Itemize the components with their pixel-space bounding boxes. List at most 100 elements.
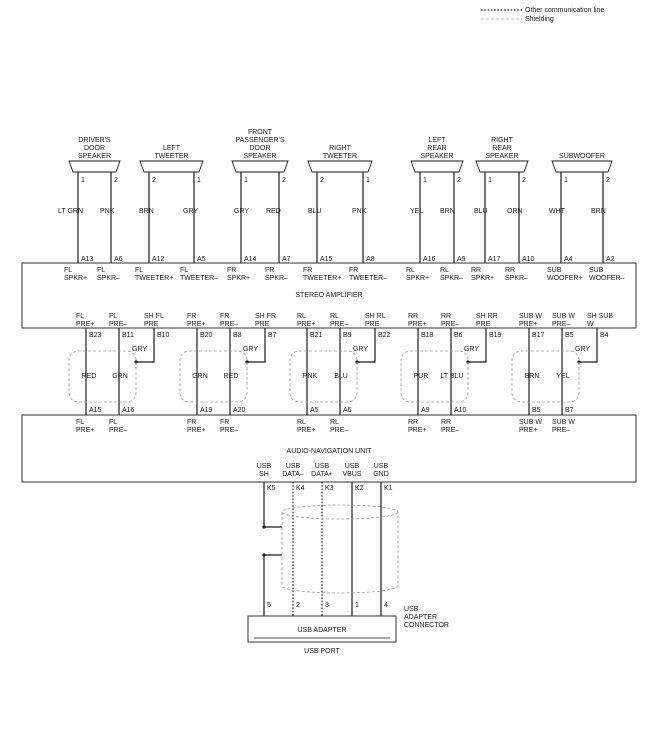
wire-color-pass-1: RED <box>266 208 281 215</box>
usb-label-dp-a: USB <box>315 463 330 470</box>
preamp-amp-pin-rr-1: B6 <box>454 332 463 339</box>
amp-pin-ltweet-0: A12 <box>152 256 165 263</box>
wire-color-rrear-0: BLU <box>474 208 488 215</box>
amp-term-rtweet-0-a: FR <box>303 267 312 274</box>
amp-pin-pass-1: A7 <box>282 256 291 263</box>
speaker-pin-lrear-0: 1 <box>423 177 427 184</box>
speaker-lrear-housing <box>410 160 464 173</box>
preamp-term-subw-2-b: W <box>587 321 594 328</box>
preamp-nav-term-rl-0-a: RL <box>297 419 306 426</box>
speaker-pass-housing <box>231 160 289 173</box>
legend-shield-label: Shielding <box>525 16 554 23</box>
preamp-amp-pin-rl-0: B21 <box>310 332 323 339</box>
speaker-pin-rtweet-0: 2 <box>320 177 324 184</box>
preamp-amp-pin-rr-0: B18 <box>421 332 434 339</box>
wire-color-rrear-1: ORN <box>507 208 523 215</box>
amp-term-pass-1-a: FR <box>265 267 274 274</box>
amp-term-rtweet-0-b: TWEETER+ <box>303 275 341 282</box>
usb-adapter-connector-label-1: USB <box>404 606 419 613</box>
speaker-pin-driver-1: 2 <box>114 177 118 184</box>
preamp-nav-term-rl-0-b: PRE+ <box>297 427 315 434</box>
speaker-pin-rrear-1: 2 <box>522 177 526 184</box>
preamp-color-fr-neg: RED <box>224 373 239 380</box>
preamp-nav-term-fr-1-b: PRE– <box>220 427 238 434</box>
speaker-label-rrear-2: SPEAKER <box>485 153 518 160</box>
preamp-color-fl-neg: GRN <box>112 373 128 380</box>
amp-pin-rtweet-1: A8 <box>366 256 375 263</box>
preamp-nav-pin-rl-0: A5 <box>310 407 319 414</box>
preamp-term-rr-1-b: PRE– <box>441 321 459 328</box>
speaker-ltweet-housing <box>139 160 204 173</box>
usb-adapter-connector-label-3: CONNECTOR <box>404 622 449 629</box>
preamp-nav-term-rl-1-b: PRE– <box>330 427 348 434</box>
usb-label-sh-a: USB <box>257 463 272 470</box>
speaker-pin-rrear-0: 1 <box>488 177 492 184</box>
speaker-label-rrear-0: RIGHT <box>491 137 514 144</box>
usb-adapter-connector-label-2: ADAPTER <box>404 614 437 621</box>
preamp-term-subw-0-b: PRE+ <box>519 321 537 328</box>
usb-label-vbus-a: USB <box>345 463 360 470</box>
usb-label-dm-b: DATA– <box>282 471 304 478</box>
preamp-drain-rr <box>468 328 487 363</box>
speaker-label-driver-0: DRIVER'S <box>78 137 111 144</box>
usb-adapter-pin-dp: 3 <box>325 602 329 609</box>
preamp-drain-rl <box>357 328 376 363</box>
wire-color-rtweet-0: BLU <box>308 208 322 215</box>
speaker-pin-sub-1: 2 <box>606 177 610 184</box>
preamp-color-rl-pos: PNK <box>303 373 318 380</box>
preamp-term-fl-1-a: FL <box>109 313 117 320</box>
amp-term-pass-0-a: FR <box>227 267 236 274</box>
usb-shield-body <box>281 512 399 594</box>
speaker-pin-pass-1: 2 <box>282 177 286 184</box>
preamp-term-rl-0-a: RL <box>297 313 306 320</box>
preamp-term-rr-0-a: RR <box>408 313 418 320</box>
amp-term-pass-1-b: SPKR– <box>265 275 288 282</box>
preamp-nav-pin-fl-0: A15 <box>89 407 102 414</box>
preamp-nav-term-subw-1-b: PRE– <box>552 427 570 434</box>
preamp-term-rr-1-a: RR <box>441 313 451 320</box>
preamp-term-fr-2-b: PRE <box>255 321 270 328</box>
preamp-amp-pin-fl-1: B11 <box>122 332 134 339</box>
preamp-nav-term-fr-1-a: FR <box>220 419 229 426</box>
preamp-amp-pin-subw-1: B5 <box>565 332 574 339</box>
usb-nav-pin-vbus: K2 <box>355 485 364 492</box>
audio-navigation-unit: AUDIO-NAVIGATION UNIT <box>21 414 637 483</box>
preamp-term-fr-0-a: FR <box>187 313 196 320</box>
wire-color-driver-1: PNK <box>100 208 115 215</box>
speaker-label-driver-1: DOOR <box>84 145 105 152</box>
speaker-rtweet-housing <box>307 160 373 173</box>
usb-label-sh-b: SH <box>259 471 269 478</box>
preamp-drain-color-rl: GRY <box>353 346 368 353</box>
usb-adapter-label: USB ADAPTER <box>297 627 346 634</box>
amplifier-label: STEREO AMPLIFIER <box>295 292 362 299</box>
amp-pin-rrear-1: A10 <box>522 256 535 263</box>
preamp-term-rr-2-a: SH RR <box>476 313 498 320</box>
usb-adapter-pin-dm: 2 <box>296 602 300 609</box>
amp-term-lrear-0-a: RL <box>406 267 415 274</box>
preamp-term-rr-2-b: PRE <box>476 321 491 328</box>
nav-unit-box <box>21 414 637 483</box>
preamp-color-rl-neg: BLU <box>334 373 348 380</box>
usb-adapter-pin-sh: 5 <box>267 602 271 609</box>
preamp-term-rl-1-b: PRE– <box>330 321 348 328</box>
speaker-pin-rtweet-1: 1 <box>366 177 370 184</box>
preamp-amp-pin-rr-2: B19 <box>489 332 502 339</box>
preamp-term-fl-2-b: PRE <box>144 321 159 328</box>
amp-term-lrear-0-b: SPKR+ <box>406 275 429 282</box>
speaker-pin-ltweet-0: 2 <box>152 177 156 184</box>
speaker-ltweet: LEFTTWEETER2BRNA12FLTWEETER+1GRYA5FLTWEE… <box>135 145 218 282</box>
speaker-driver-housing <box>68 160 121 173</box>
usb-label-gnd-a: USB <box>374 463 389 470</box>
preamp-term-fr-0-b: PRE+ <box>187 321 205 328</box>
